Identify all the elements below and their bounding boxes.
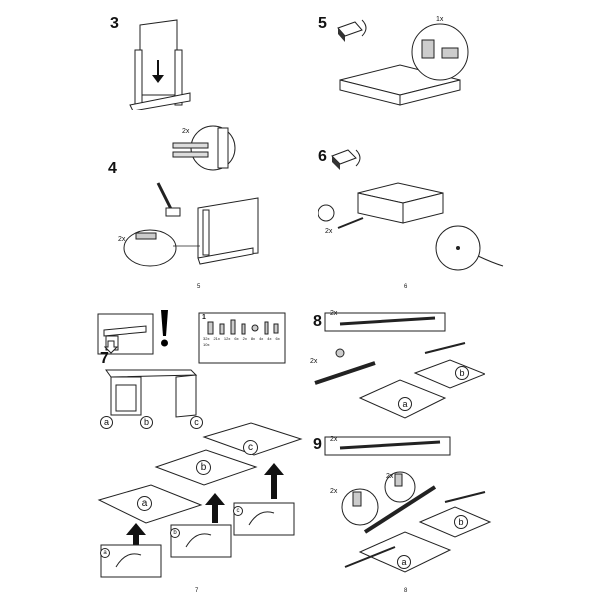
step-4-number: 4 [108,160,117,177]
part-count: 12x [223,336,231,341]
step-5-illustration [337,19,469,106]
step-5-number: 5 [318,15,327,32]
step-8-number: 8 [313,313,322,330]
parts-counts: 32x 21x 12x 6x 2x 8x 4x 4x 6x 10x [203,336,287,347]
rotate-arrow-icon [115,553,142,568]
step-7-number: 7 [100,350,109,367]
page-number: 7 [195,588,199,594]
step-9-illustration [324,436,492,573]
zoom-callout-icon [411,23,469,81]
part-count: 21x [213,336,220,341]
arrow-down-icon [152,75,164,83]
drawer-icon [331,149,357,165]
step-6-illustration [318,149,504,271]
step-7-illustration [97,369,303,578]
qty-label: 2x [182,128,190,135]
panel-label-c: c [233,506,243,516]
panel-label-a: a [137,496,152,511]
panel-label-c: c [190,416,203,429]
step-4-illustration [123,125,259,267]
qty-label: 2x [386,473,394,480]
qty-label: 2x [310,358,318,365]
rotate-arrow-icon [361,19,367,37]
part-count: 6x [234,336,239,341]
page-number: 8 [404,588,408,594]
rotate-arrow-icon [185,533,212,548]
part-count: 4x [267,336,272,341]
part-count: 32x [203,336,210,341]
panel-label-a: a [397,555,411,569]
part-count: 6x [275,336,280,341]
qty-label: 2x [325,228,333,235]
page-number: 5 [197,284,201,290]
zoom-callout-icon [384,471,416,503]
zoom-callout-icon [341,488,379,526]
panel-label-c: c [243,440,258,455]
panel-label-b: b [196,460,211,475]
screwdriver-icon [337,217,364,229]
step-6-number: 6 [318,148,327,165]
rotate-arrow-icon [355,149,361,167]
qty-label: 2x [330,488,338,495]
part-count: 2x [242,336,247,341]
panel-label-b: b [455,366,469,380]
panel-label-a: a [398,397,412,411]
qty-label: 2x [118,236,126,243]
part-count: 10x [203,342,210,347]
part-count: 8x [250,336,256,341]
panel-label-b: b [454,515,468,529]
step-3-number: 3 [110,15,119,32]
qty-label: 2x [330,436,338,443]
page-number: 6 [404,284,408,290]
panel-label-b: b [140,416,153,429]
step-3-illustration [129,19,191,110]
parts-index: 1 [202,314,206,321]
hardware-parts-box [198,312,286,364]
qty-label: 1x [436,16,444,23]
step-9-number: 9 [313,436,322,453]
qty-label: 2x [330,310,338,317]
panel-label-a: a [100,548,110,558]
rotate-arrow-icon [248,511,275,526]
panel-label-a: a [100,416,113,429]
warning-exclamation-icon [161,310,168,347]
panel-label-b: b [170,528,180,538]
part-count: 4x [259,336,264,341]
arrow-down-icon [104,340,118,354]
